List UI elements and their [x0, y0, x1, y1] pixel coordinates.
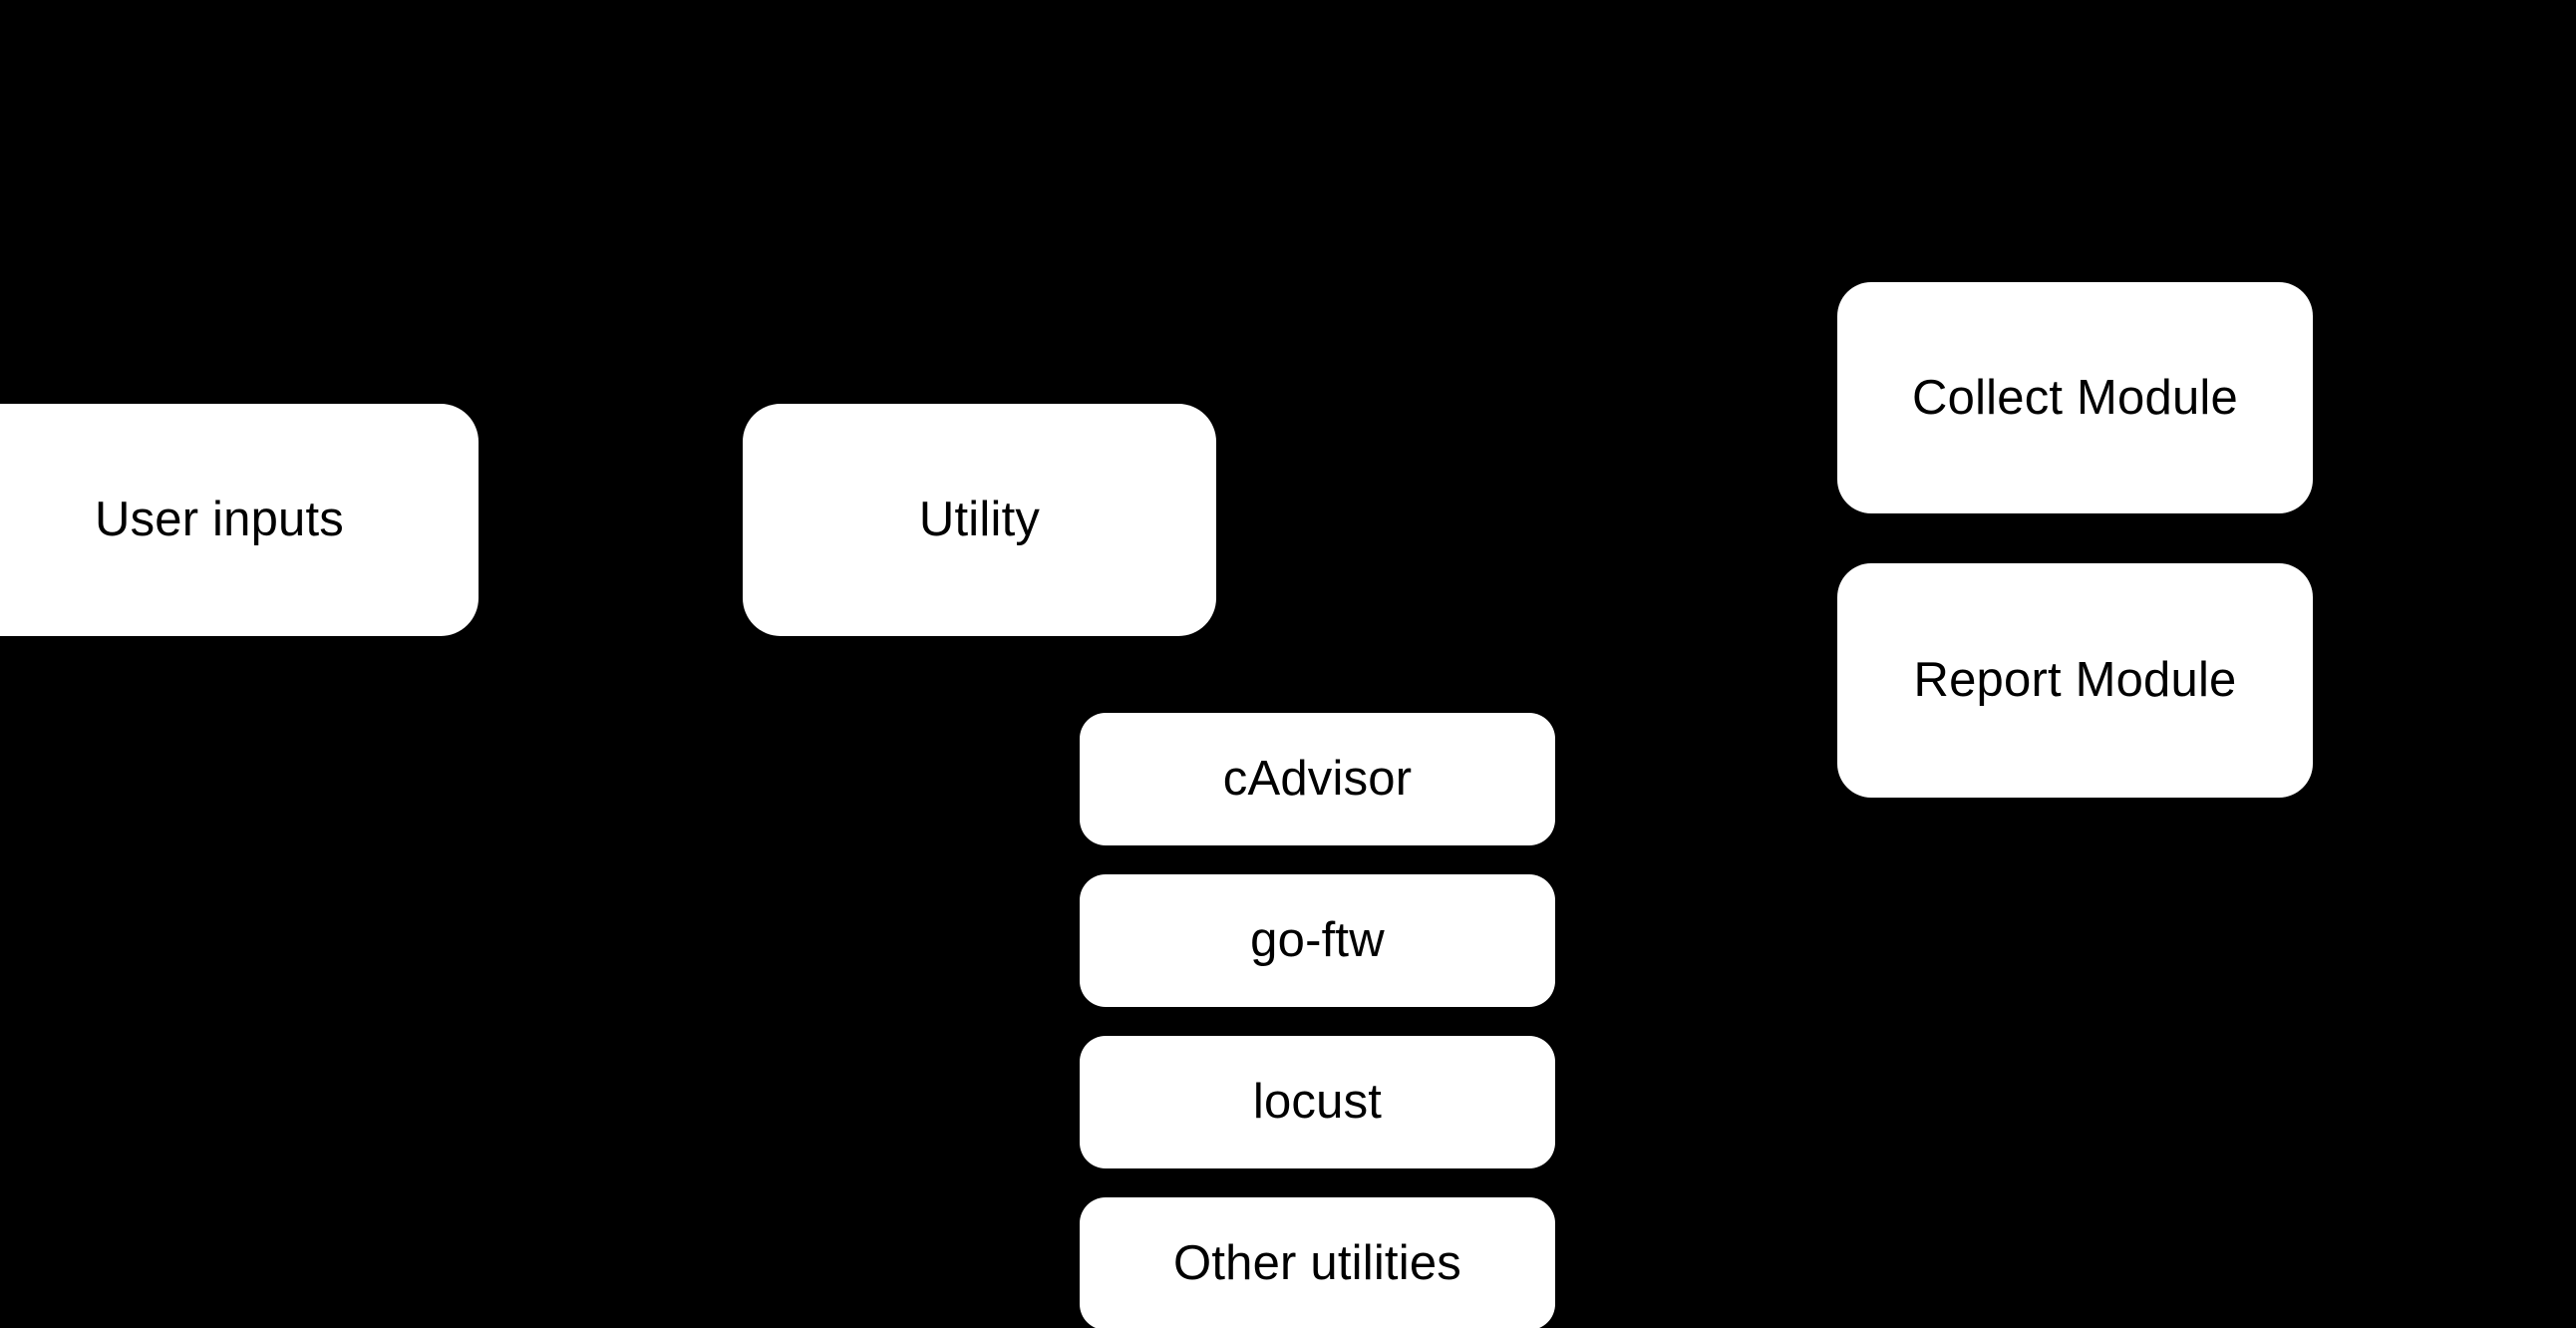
- node-other-utilities-label: Other utilities: [1173, 1236, 1461, 1290]
- node-collect-module-label: Collect Module: [1912, 370, 2238, 425]
- node-utility-label: Utility: [918, 493, 1041, 546]
- node-cadvisor-label: cAdvisor: [1222, 752, 1413, 806]
- node-cadvisor[interactable]: cAdvisor: [1080, 713, 1555, 845]
- node-locust-label: locust: [1252, 1075, 1383, 1129]
- node-report-module-label: Report Module: [1913, 653, 2237, 707]
- node-utility[interactable]: Utility: [743, 404, 1216, 636]
- node-go-ftw[interactable]: go-ftw: [1080, 874, 1555, 1007]
- node-user-inputs-label: User inputs: [94, 493, 345, 546]
- node-other-utilities[interactable]: Other utilities: [1080, 1197, 1555, 1328]
- node-collect-module[interactable]: Collect Module: [1837, 282, 2313, 513]
- node-go-ftw-label: go-ftw: [1250, 913, 1385, 967]
- node-locust[interactable]: locust: [1080, 1036, 1555, 1168]
- node-user-inputs[interactable]: User inputs: [0, 404, 479, 636]
- node-report-module[interactable]: Report Module: [1837, 563, 2313, 798]
